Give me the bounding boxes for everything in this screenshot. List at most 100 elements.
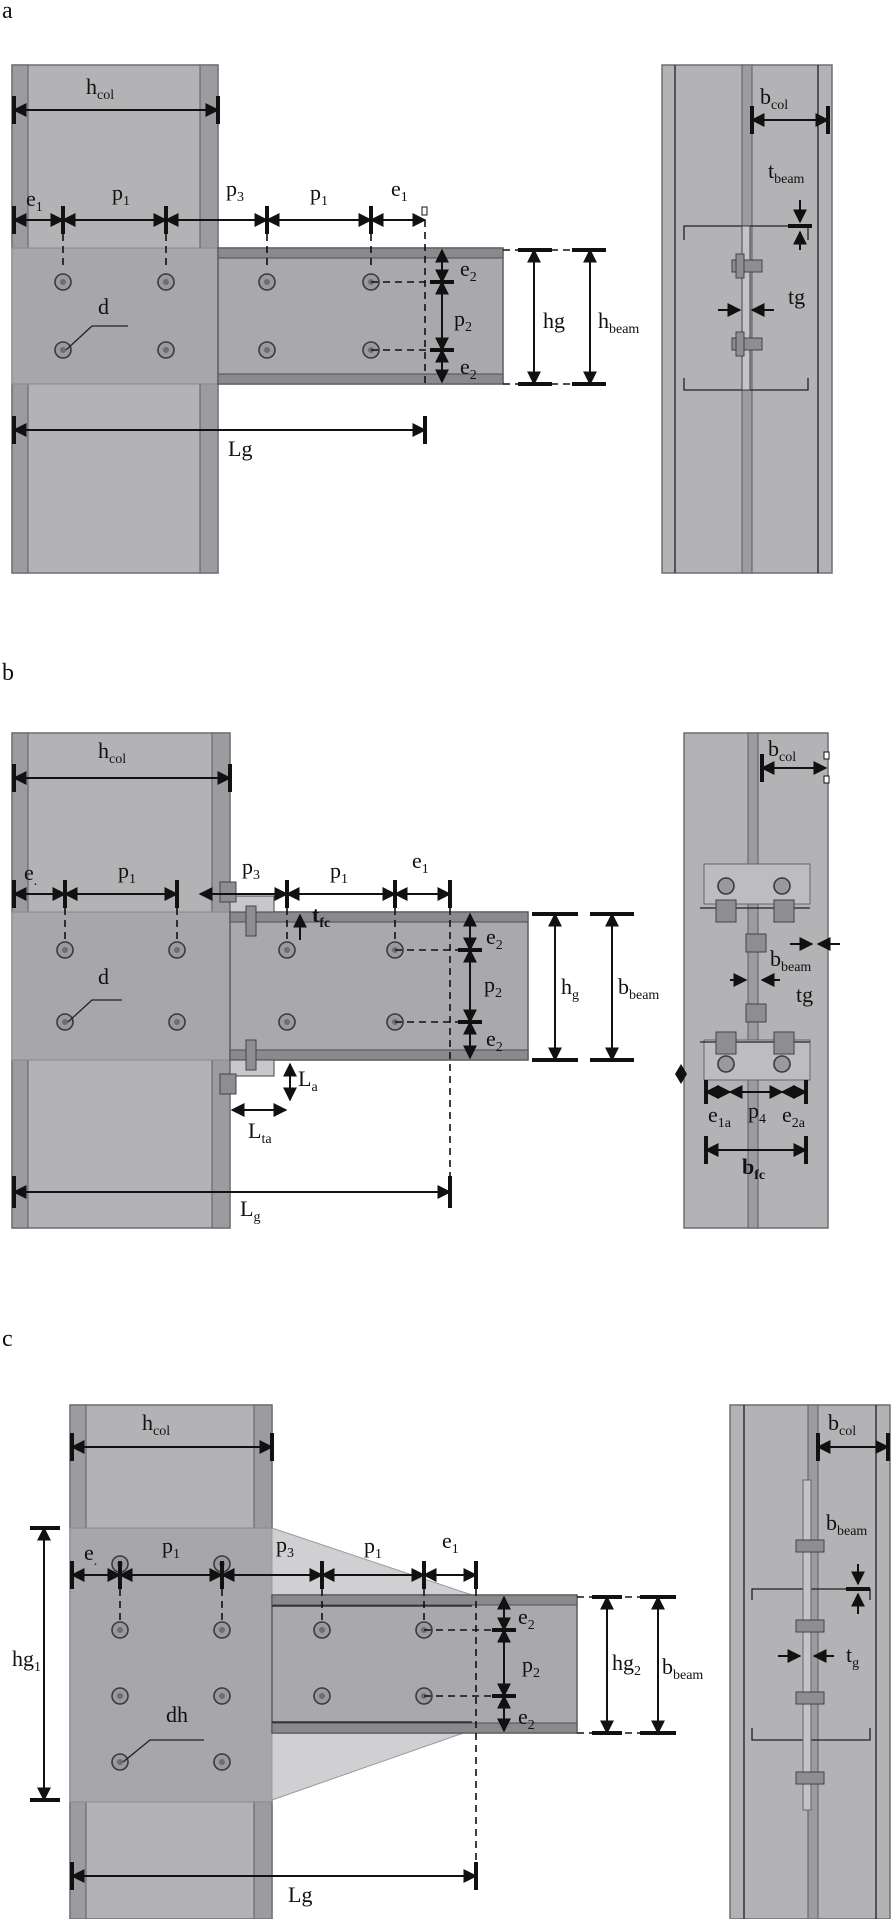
bolt-icon [715,899,737,923]
bolt-icon [219,881,237,903]
panel-b-letter: b [2,660,14,686]
bolt-icon [745,1003,767,1023]
panel-b-label-e1-left: e. [24,860,37,889]
bolt-icon [245,905,257,937]
panel-b-label-lg: Lg [240,1196,260,1225]
bolt-icon [168,941,186,959]
panel-b-label-tfc: tfc [312,902,330,931]
bolt-icon [795,1691,825,1705]
panel-c-label-e1-right: e1 [442,1528,459,1557]
panel-c-label-lg: Lg [288,1882,312,1907]
bolt-icon [54,273,72,291]
bolt-icon [56,941,74,959]
panel-a-beam-top-flange [217,247,504,259]
panel-b-label-e2-bottom: e2 [486,1026,503,1055]
bolt-icon [213,1687,231,1705]
panel-b-label-e1a: e1a [708,1102,732,1131]
panel-b: b [2,660,840,1229]
panel-b-label-la: La [298,1066,318,1095]
panel-c-label-e2-top: e2 [518,1604,535,1633]
bolt-icon [795,1539,825,1553]
panel-a-label-tg: tg [788,284,805,309]
panel-a-beam-bottom-flange [217,373,504,385]
panel-a-label-tbeam: tbeam [768,158,805,187]
panel-b-label-p3: p3 [242,854,260,883]
bolt-icon [54,341,72,359]
panel-a-bolt-group [54,273,380,359]
panel-b-label-hg: hg [561,974,579,1003]
panel-c-label-p2: p2 [522,1652,540,1681]
bolt-icon [278,1013,296,1031]
bolt-icon [168,1013,186,1031]
panel-c: c [2,1326,891,1919]
panel-a-label-hbeam: hbeam [598,308,639,337]
panel-a-label-e1-right: e1 [391,176,408,205]
panel-c-side-view: bcol bbeam tg [729,1404,891,1919]
bolt-icon [731,331,763,357]
panel-c-label-bbeam-side: bbeam [826,1510,867,1539]
bolt-icon [213,1753,231,1771]
panel-b-bolt-group [56,941,404,1031]
bolt-icon [795,1619,825,1633]
panel-a-label-lg: Lg [228,436,252,461]
bolt-icon [313,1621,331,1639]
panel-b-label-bbeam-side: bbeam [770,946,811,975]
panel-c-label-p1-right: p1 [364,1533,382,1562]
panel-b-side-view: bcol bbeam tg e1a p4 e2a bfc [675,732,840,1229]
panel-a-label-d: d [98,294,109,319]
bolt-icon [715,1031,737,1055]
bolt-icon [313,1687,331,1705]
bolt-icon [219,1073,237,1095]
bolt-icon [795,1771,825,1785]
bolt-icon [745,933,767,953]
panel-a-beam [217,247,504,385]
panel-a-label-bcol: bcol [760,84,788,113]
panel-c-label-p1-left: p1 [162,1533,180,1562]
diamond-marker-icon [675,1064,687,1084]
panel-c-label-bcol: bcol [828,1410,856,1439]
panel-c-label-p3: p3 [276,1532,294,1561]
panel-b-label-e2a: e2a [782,1102,806,1131]
panel-a-label-p1-left: p1 [112,180,130,209]
panel-a-label-p1-right: p1 [310,180,328,209]
panel-c-label-e2-bottom: e2 [518,1704,535,1733]
panel-a-column-plate [11,247,219,385]
panel-b-label-bcol: bcol [768,736,796,765]
panel-c-label-bbeam: bbeam [662,1654,703,1683]
bolt-icon [245,1039,257,1071]
bolt-icon [213,1621,231,1639]
bolt-icon [111,1687,129,1705]
panel-b-label-hcol: hcol [98,738,126,767]
bolt-icon [773,1031,795,1055]
panel-b-label-p1-left: p1 [118,858,136,887]
panel-c-label-hcol: hcol [142,1410,170,1439]
panel-b-label-bfc: bfc [742,1154,765,1183]
bolt-icon [773,899,795,923]
panel-b-label-d: d [98,964,109,989]
panel-a-label-e1-left: e1 [26,186,43,215]
panel-c-letter: c [2,1326,13,1352]
panel-b-label-p1-right: p1 [330,858,348,887]
bolt-icon [258,341,276,359]
bolt-icon [56,1013,74,1031]
panel-a-label-hcol: hcol [86,74,114,103]
panel-a-letter: a [2,0,13,24]
bolt-icon [157,273,175,291]
panel-b-label-tg: tg [796,982,813,1007]
bolt-icon [111,1753,129,1771]
bolt-icon [258,273,276,291]
panel-a-label-p2: p2 [454,306,472,335]
panel-b-beam [229,911,529,1061]
panel-b-label-bbeam: bbeam [618,974,659,1003]
panel-a-label-e2-bottom: e2 [460,354,477,383]
bolt-icon [278,941,296,959]
panel-b-label-lta: Lta [248,1118,272,1147]
bolt-icon [111,1621,129,1639]
panel-c-label-hg1: hg1 [12,1646,41,1675]
panel-a-label-e2-top: e2 [460,256,477,285]
panel-c-label-e1-left: e. [84,1540,97,1569]
panel-c-label-hg2: hg2 [612,1650,641,1679]
bolt-icon [157,341,175,359]
panel-a: a [2,0,833,574]
panel-a-side-view: bcol tbeam tg [661,64,833,574]
